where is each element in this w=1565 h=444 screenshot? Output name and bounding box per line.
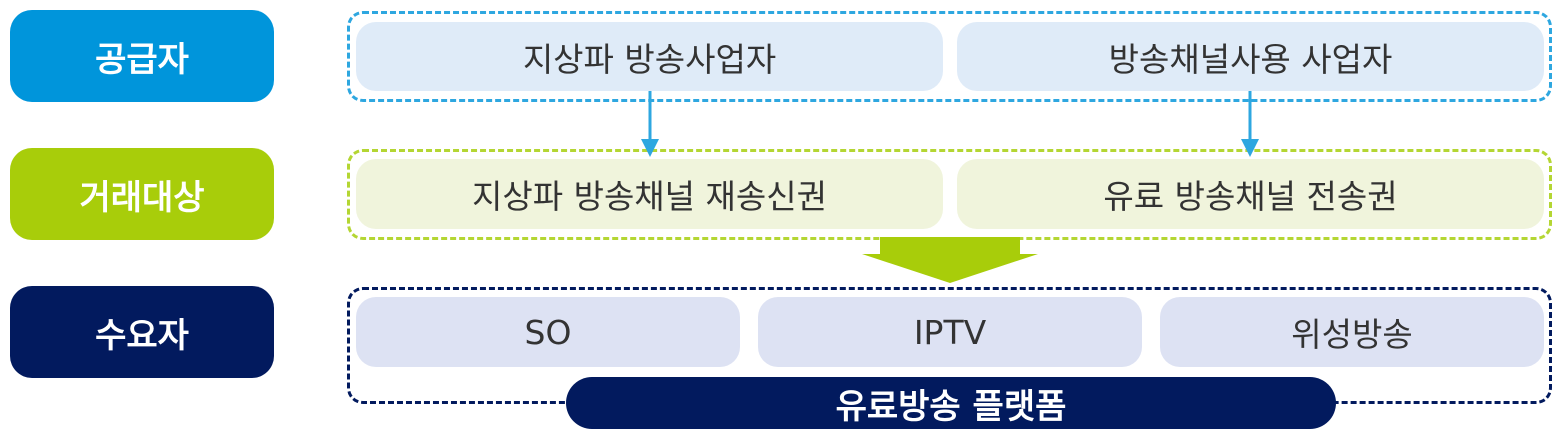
arrow-right-blue [1241, 91, 1259, 157]
demander-box-so: SO [356, 297, 740, 367]
transaction-box-retransmission: 지상파 방송채널 재송신권 [356, 159, 943, 229]
row-label-demander: 수요자 [10, 286, 274, 378]
platform-label: 유료방송 플랫폼 [566, 377, 1336, 429]
row-label-supplier: 공급자 [10, 10, 274, 102]
supplier-group [347, 11, 1552, 102]
arrow-left-blue [641, 91, 659, 157]
supplier-box-channel-user: 방송채널사용 사업자 [957, 22, 1544, 91]
row-label-transaction: 거래대상 [10, 148, 274, 240]
arrow-down-green [862, 237, 1038, 283]
transaction-box-transmission: 유료 방송채널 전송권 [957, 159, 1544, 229]
demander-box-iptv: IPTV [758, 297, 1142, 367]
demander-box-satellite: 위성방송 [1160, 297, 1544, 367]
supplier-box-terrestrial: 지상파 방송사업자 [356, 22, 943, 91]
